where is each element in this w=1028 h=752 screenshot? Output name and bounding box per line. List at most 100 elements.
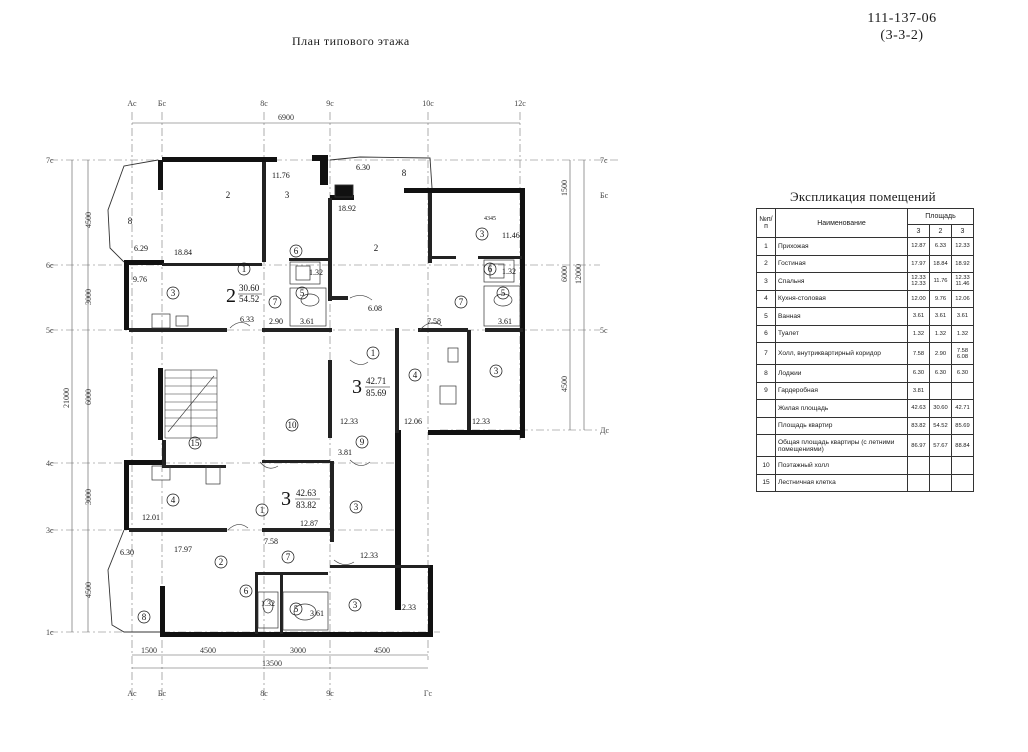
axis-bubbles-right: 7с Бс 5с Дс — [600, 156, 609, 435]
table-cell: Спальня — [775, 272, 908, 291]
dim-bottom-total: 13500 — [262, 659, 282, 668]
table-cell: 12.33 12.33 — [907, 272, 930, 291]
table-cell: 3.81 — [907, 381, 930, 400]
document-variant: (3-3-2) — [880, 28, 924, 43]
axis-right-1: Бс — [600, 191, 609, 200]
table-cell: 4 — [756, 289, 776, 308]
table-cell: Гостиная — [775, 254, 908, 273]
axis-bubbles-left: 7с 6с 5с 4с 3с 1с — [46, 156, 54, 637]
room-area: 3.61 — [310, 609, 324, 618]
table-cell — [756, 434, 776, 457]
axis-bottom-4: Гс — [424, 689, 433, 698]
apartment-badge-1: 2 30.60 54.52 — [226, 283, 262, 307]
axis-left-2: 5с — [46, 326, 54, 335]
table-cell: 10 — [756, 456, 776, 475]
room-number: 3 — [353, 600, 358, 610]
axis-top-2: 8с — [260, 99, 268, 108]
room-number: 3 — [285, 190, 290, 200]
dim-right-2: 4500 — [560, 376, 569, 392]
room-number: 1 — [260, 505, 265, 515]
room-area: 12.87 — [300, 519, 318, 528]
axis-top-1: Бс — [158, 99, 167, 108]
table-cell: Лоджии — [775, 364, 908, 383]
table-row: Общая площадь квартиры (с летними помеще… — [756, 434, 974, 457]
axis-left-3: 4с — [46, 459, 54, 468]
room-number: 7 — [273, 297, 278, 307]
table-cell: Гардеробная — [775, 381, 908, 400]
room-area: 11.46 — [502, 231, 520, 240]
table-cell: 3.61 — [929, 307, 952, 326]
room-number: 1 — [242, 264, 247, 274]
room-number: 4 — [171, 495, 176, 505]
table-cell — [929, 456, 952, 475]
table-cell — [907, 456, 930, 475]
table-cell: 3.61 — [951, 307, 974, 326]
room-area: 7.58 — [264, 537, 278, 546]
room-number: 9 — [360, 437, 365, 447]
dimension-labels: 6900 1500 4500 3000 4500 13500 4500 3000… — [62, 113, 583, 668]
table-cell: 9.76 — [929, 289, 952, 308]
apartment-living-area: 30.60 — [239, 283, 260, 293]
room-area: 11.76 — [272, 171, 290, 180]
dim-left-1: 3000 — [84, 289, 93, 305]
room-area: 2.90 — [269, 317, 283, 326]
table-cell: 17.97 — [907, 254, 930, 273]
room-area: 1.32 — [502, 267, 516, 276]
axis-left-1: 6с — [46, 261, 54, 270]
apartment-total-area: 83.82 — [296, 500, 316, 510]
dim-top: 6900 — [278, 113, 294, 122]
axis-bubbles-top: Ас Бс 8с 9с 10с 12с — [127, 99, 526, 108]
room-number: 6 — [294, 246, 299, 256]
table-cell — [951, 456, 974, 475]
room-area: 18.84 — [174, 248, 192, 257]
area-sub-header: 3 — [951, 224, 974, 238]
dim-bottom-1: 4500 — [200, 646, 216, 655]
col-num-header: №п/п — [756, 208, 776, 238]
explication-title: Экспликация помещений — [790, 189, 936, 204]
axis-bottom-1: Бс — [158, 689, 167, 698]
room-number: 5 — [294, 604, 299, 614]
axis-left-4: 3с — [46, 526, 54, 535]
table-cell: 6.30 — [907, 364, 930, 383]
table-cell: 57.67 — [929, 434, 952, 457]
table-cell: 7.58 — [907, 342, 930, 365]
room-number: 2 — [226, 190, 231, 200]
dimension-lines — [71, 122, 585, 669]
dim-left-4: 4500 — [84, 582, 93, 598]
room-area: 12.06 — [404, 417, 422, 426]
dim-right-1: 6000 — [560, 266, 569, 282]
room-area: 9.76 — [133, 275, 147, 284]
axis-right-0: 7с — [600, 156, 608, 165]
room-number: 3 — [171, 288, 176, 298]
room-number: 15 — [191, 438, 201, 448]
room-area: 12.33 — [398, 603, 416, 612]
room-area: 6.30 — [120, 548, 134, 557]
table-cell: 12.33 11.46 — [951, 272, 974, 291]
table-cell: 12.00 — [907, 289, 930, 308]
room-number: 5 — [300, 288, 305, 298]
room-area-labels: 11.76 6.30 18.92 11.46 6.29 18.84 9.76 6… — [120, 163, 520, 618]
room-area: 3.81 — [338, 448, 352, 457]
table-cell: 86.97 — [907, 434, 930, 457]
room-area: 18.92 — [338, 204, 356, 213]
room-number: 6 — [488, 264, 493, 274]
apartment-badge-2: 3 42.71 85.69 — [352, 376, 390, 398]
room-number: 5 — [501, 288, 506, 298]
document-code: 111-137-06 — [867, 11, 937, 26]
room-number: 2 — [374, 243, 379, 253]
table-cell: 8 — [756, 364, 776, 383]
room-number: 3 — [480, 229, 485, 239]
table-cell: Прихожая — [775, 237, 908, 256]
table-cell: Лестничная клетка — [775, 473, 908, 492]
axis-right-2: 5с — [600, 326, 608, 335]
room-area: 6.08 — [368, 304, 382, 313]
